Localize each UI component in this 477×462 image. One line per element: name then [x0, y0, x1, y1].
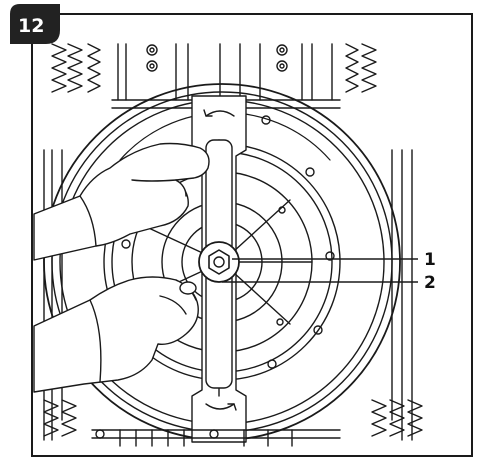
- blade-nut: [198, 241, 240, 283]
- housing-screws: [121, 115, 335, 369]
- spring-top-right: [345, 43, 377, 93]
- mower-deck-drawing: [33, 43, 423, 447]
- callout-label-1: 1: [424, 250, 436, 270]
- spring-top-left: [51, 43, 101, 93]
- rotation-arrow-bottom-icon: [205, 403, 237, 411]
- rotation-arrow-top-icon: [203, 109, 235, 117]
- callout-label-2: 2: [424, 273, 436, 293]
- upper-hand: [33, 142, 210, 261]
- callout-leaders: [222, 258, 418, 283]
- bottom-bracket: [91, 429, 341, 447]
- step-badge: 12: [10, 4, 60, 44]
- spring-bottom-right: [371, 399, 423, 437]
- lower-hand: [33, 276, 199, 393]
- spring-bottom-left: [43, 399, 77, 437]
- step-number: 12: [18, 15, 44, 37]
